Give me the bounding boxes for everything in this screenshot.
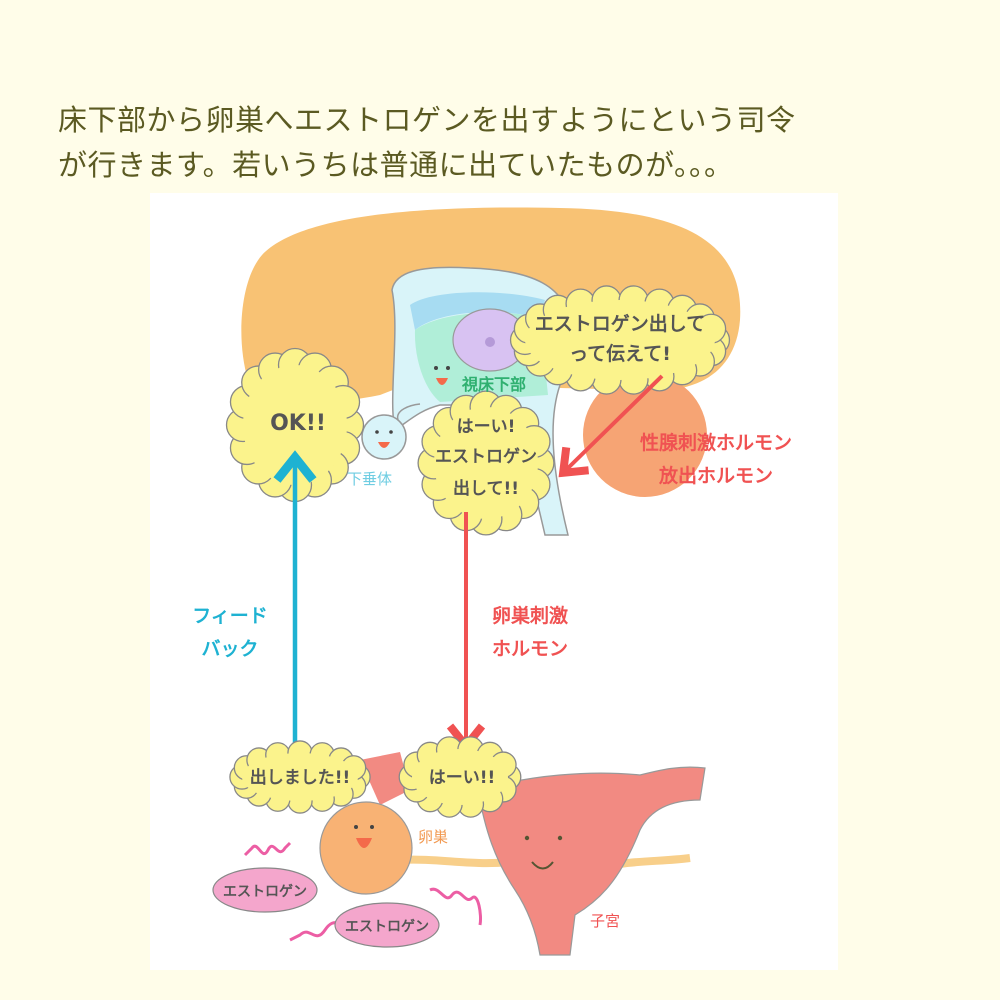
caption-line-2: が行きます。若いうちは普通に出ていたものが。。。	[58, 148, 734, 182]
label-uterus: 子宮	[590, 912, 620, 930]
speech-bubble-ovary-done	[229, 740, 371, 814]
label-fsh-line-1: 卵巣刺激	[492, 604, 568, 627]
bubble-ok: OK!!	[270, 411, 326, 436]
speech-bubble-ok	[225, 347, 365, 503]
label-fsh-line-2: ホルモン	[492, 638, 568, 660]
speech-bubble-ovary-reply	[398, 736, 522, 818]
speech-bubble-hypothalamus	[509, 285, 731, 395]
ovary	[319, 801, 413, 895]
pituitary	[361, 414, 407, 460]
label-gnrh-line-1: 性腺刺激ホルモン	[640, 431, 792, 454]
wave-icon	[243, 841, 292, 857]
bubble-ovary-done: 出しました!!	[250, 767, 351, 788]
label-ovary: 卵巣	[418, 828, 448, 846]
ovary-face	[354, 825, 374, 848]
pituitary-stalk	[396, 403, 421, 421]
bubble-pituitary-line-2: エストロゲン	[435, 446, 537, 467]
caption-line-1: 床下部から卵巣へエストロゲンを出すようにという司令	[58, 103, 796, 137]
bubble-pituitary-line-3: 出して!!	[453, 478, 519, 499]
label-pituitary: 下垂体	[347, 470, 392, 488]
label-feedback-line-2: バック	[201, 638, 258, 660]
uterus	[477, 766, 706, 956]
speech-bubble-pituitary	[417, 390, 555, 536]
hypothalamus-face	[434, 366, 450, 385]
bubble-ovary-reply: はーい!!	[429, 768, 496, 788]
gnrh-arrow	[558, 374, 664, 478]
bubble-hypothalamus-line-1: エストロゲン出して	[535, 312, 705, 335]
estrogen-label-1: エストロゲン	[223, 883, 307, 900]
pineal-dot	[485, 337, 495, 347]
fallopian-tube-left	[360, 752, 410, 805]
wave-icon	[429, 887, 482, 926]
bubble-pituitary-line-1: はーい!	[457, 417, 516, 437]
label-gnrh-line-2: 放出ホルモン	[658, 464, 773, 487]
pituitary-face	[375, 430, 393, 448]
label-hypothalamus: 視床下部	[461, 375, 526, 394]
estrogen-label-2: エストロゲン	[345, 918, 429, 935]
estrogen-pill	[334, 902, 440, 948]
cerebellum	[583, 373, 707, 497]
label-feedback-line-1: フィード	[192, 605, 268, 627]
estrogen-pill	[212, 867, 318, 913]
uterus-face	[524, 835, 563, 870]
caption: 床下部から卵巣へエストロゲンを出すようにという司令 が行きます。若いうちは普通に…	[58, 98, 796, 188]
bubble-hypothalamus-line-2: って伝えて!	[569, 343, 671, 365]
